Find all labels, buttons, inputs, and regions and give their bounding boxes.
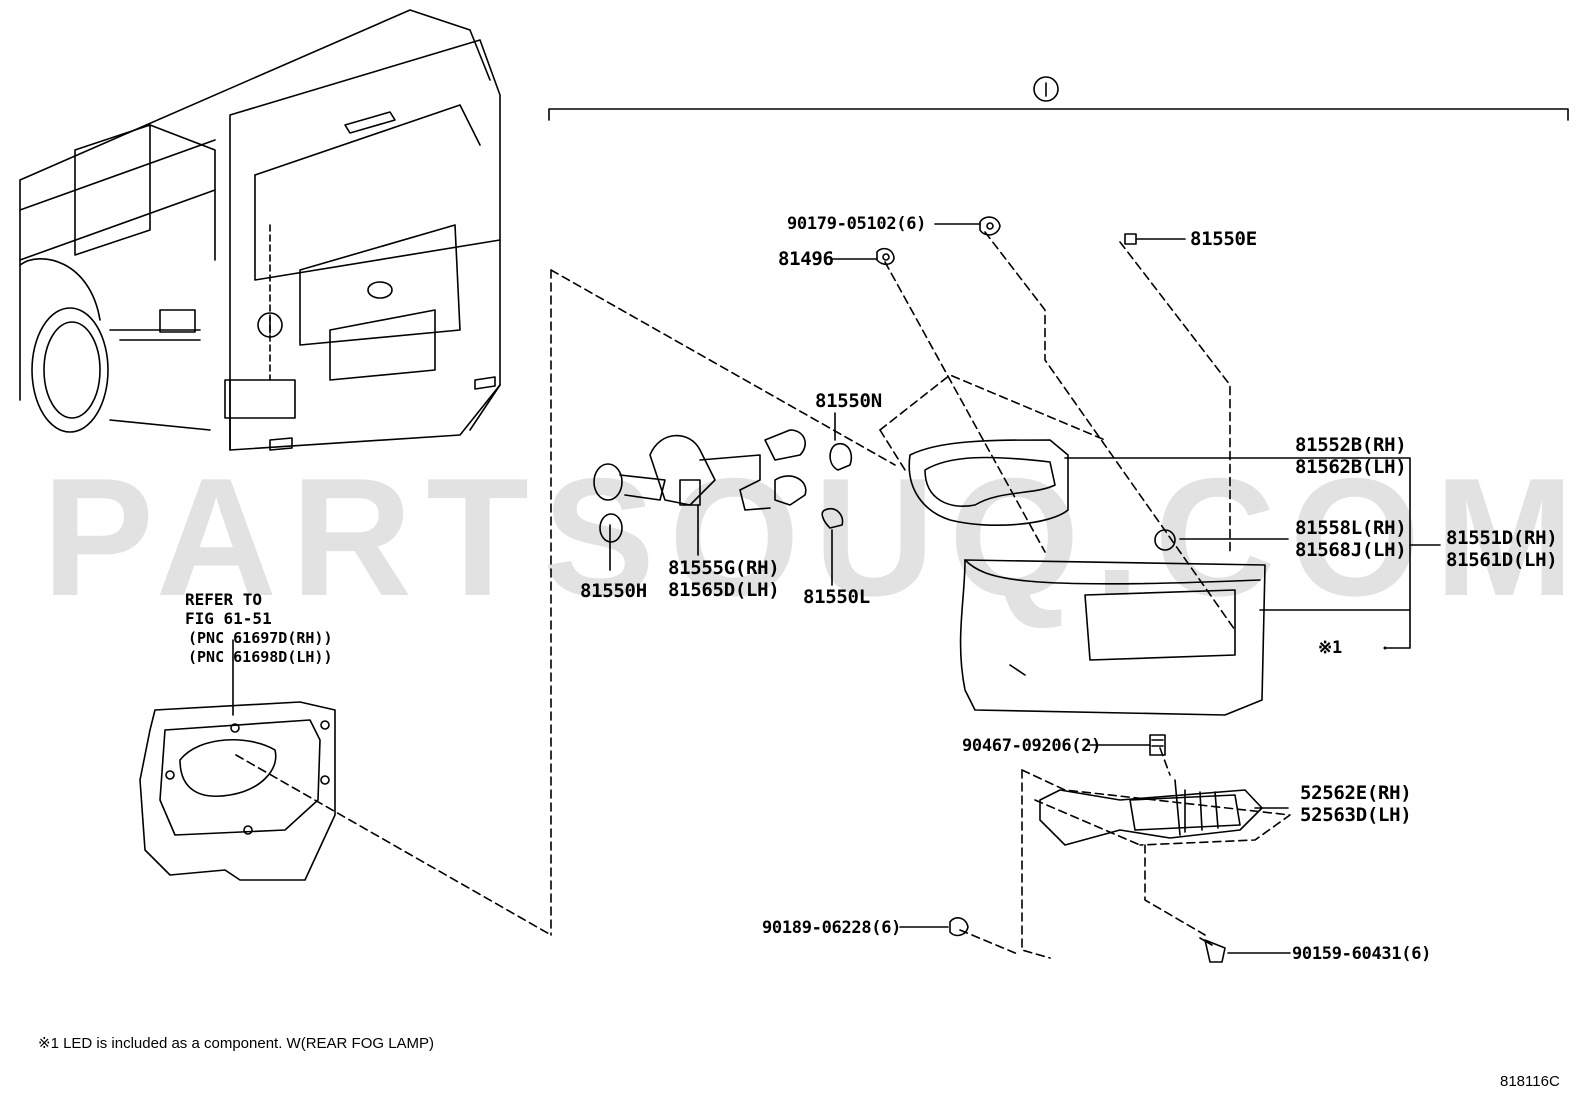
tail-lamp-lens	[959, 529, 1266, 716]
part-label-81550e[interactable]: 81550E	[1190, 228, 1257, 250]
part-label-81568j-lh[interactable]: 81568J(LH)	[1295, 539, 1407, 561]
fastener-clips-bottom	[949, 917, 1226, 963]
fastener-clips-top	[876, 216, 1137, 266]
part-label-81565d-lh[interactable]: 81565D(LH)	[668, 579, 780, 601]
lamp-gasket	[908, 439, 1069, 526]
leader-dots	[1383, 646, 1387, 650]
part-label-81496[interactable]: 81496	[778, 248, 834, 270]
part-label-90179-05102[interactable]: 90179-05102(6)	[787, 214, 927, 234]
part-label-81550n[interactable]: 81550N	[815, 390, 882, 412]
bolt-90467	[1149, 734, 1166, 756]
part-label-90189-06228[interactable]: 90189-06228(6)	[762, 918, 902, 938]
part-label-90159-60431[interactable]: 90159-60431(6)	[1292, 944, 1432, 964]
part-label-81551d-rh[interactable]: 81551D(RH)	[1446, 527, 1558, 549]
part-label-81552b-rh[interactable]: 81552B(RH)	[1295, 434, 1407, 456]
part-label-81550h[interactable]: 81550H	[580, 580, 647, 602]
guide-lines	[235, 231, 1291, 959]
socket-wire-harness	[593, 429, 853, 543]
leader-lines	[232, 223, 1441, 954]
part-label-52562e-rh[interactable]: 52562E(RH)	[1300, 782, 1412, 804]
part-label-81562b-lh[interactable]: 81562B(LH)	[1295, 456, 1407, 478]
lamp-bracket	[1039, 779, 1263, 846]
part-label-81555g-rh[interactable]: 81555G(RH)	[668, 557, 780, 579]
refer-to-panel	[139, 701, 336, 881]
refer-to-line1: REFER TO	[185, 590, 263, 609]
refer-to-figure-link[interactable]: FIG 61-51	[185, 609, 272, 628]
refer-to-pnc-rh: (PNC 61697D(RH))	[188, 629, 333, 647]
assembly-bracket	[548, 76, 1569, 121]
part-label-81550l[interactable]: 81550L	[803, 586, 870, 608]
part-label-90467-09206[interactable]: 90467-09206(2)	[962, 736, 1102, 756]
figure-id: 818116C	[1500, 1073, 1560, 1090]
vehicle-rear-view	[19, 9, 501, 451]
note-ref-1: ※1	[1318, 638, 1342, 658]
part-label-81558l-rh[interactable]: 81558L(RH)	[1295, 517, 1407, 539]
part-label-52563d-lh[interactable]: 52563D(LH)	[1300, 804, 1412, 826]
part-label-81561d-lh[interactable]: 81561D(LH)	[1446, 549, 1558, 571]
refer-to-pnc-lh: (PNC 61698D(LH))	[188, 648, 333, 666]
footnote-led: ※1 LED is included as a component. W(REA…	[38, 1035, 435, 1052]
